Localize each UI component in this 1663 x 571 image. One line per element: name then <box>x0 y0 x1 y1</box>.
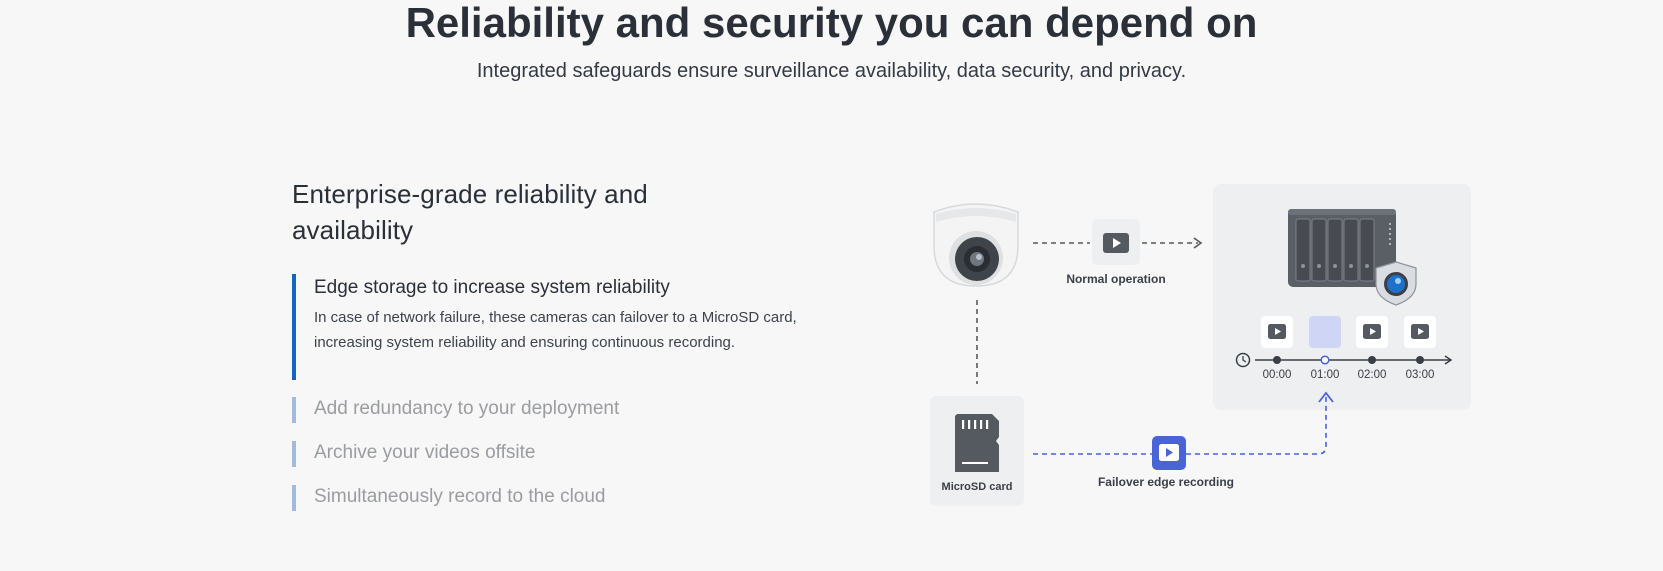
timeline-video-2 <box>1356 316 1388 348</box>
timeline-label-3: 03:00 <box>1405 369 1435 381</box>
timeline-gap-highlight <box>1309 316 1341 348</box>
timeline-arrow <box>1444 355 1453 365</box>
dome-camera-icon <box>933 203 1019 287</box>
feature-description: In case of network failure, these camera… <box>314 309 797 351</box>
feature-item-edge-storage[interactable]: Edge storage to increase system reliabil… <box>292 274 812 380</box>
nas-panel <box>1213 184 1471 410</box>
feature-title: Simultaneously record to the cloud <box>314 486 606 507</box>
feature-active-indicator <box>292 274 296 380</box>
feature-indicator <box>292 485 296 511</box>
feature-item-archive[interactable]: Archive your videos offsite <box>292 441 812 467</box>
failover-label: Failover edge recording <box>1097 475 1235 489</box>
nas-server-icon <box>1288 209 1396 287</box>
timeline-label-1: 01:00 <box>1310 369 1340 381</box>
timeline-label-0: 00:00 <box>1262 369 1292 381</box>
section-heading-line1: Enterprise-grade reliability and <box>292 179 648 209</box>
microsd-label: MicroSD card <box>941 481 1013 493</box>
microsd-card-icon <box>955 414 999 472</box>
section-heading: Enterprise-grade reliability and availab… <box>292 176 752 248</box>
clock-icon <box>1235 352 1251 368</box>
timeline-video-0 <box>1261 316 1293 348</box>
failover-play-icon <box>1152 436 1186 470</box>
failover-line-2 <box>1186 396 1327 455</box>
feature-title: Edge storage to increase system reliabil… <box>314 277 670 298</box>
feature-title: Add redundancy to your deployment <box>314 398 620 419</box>
feature-item-cloud[interactable]: Simultaneously record to the cloud <box>292 485 812 511</box>
section-heading-line2: availability <box>292 215 414 245</box>
feature-indicator <box>292 441 296 467</box>
feature-item-redundancy[interactable]: Add redundancy to your deployment <box>292 397 812 423</box>
timeline-dot-3 <box>1416 356 1424 364</box>
timeline-video-3 <box>1404 316 1436 348</box>
feature-title: Archive your videos offsite <box>314 442 536 463</box>
normal-operation-label: Normal operation <box>1066 272 1166 286</box>
failover-arrow-head <box>1318 391 1334 403</box>
page-subtitle: Integrated safeguards ensure surveillanc… <box>476 60 1187 82</box>
timeline-dot-0 <box>1273 356 1281 364</box>
timeline-label-2: 02:00 <box>1357 369 1387 381</box>
timeline-dot-1 <box>1320 355 1330 365</box>
feature-indicator <box>292 397 296 423</box>
timeline-dot-2 <box>1368 356 1376 364</box>
normal-arrow-head <box>1193 237 1203 249</box>
security-shield-icon <box>1375 261 1417 306</box>
page-title: Reliability and security you can depend … <box>405 0 1258 46</box>
video-play-icon <box>1103 233 1129 253</box>
